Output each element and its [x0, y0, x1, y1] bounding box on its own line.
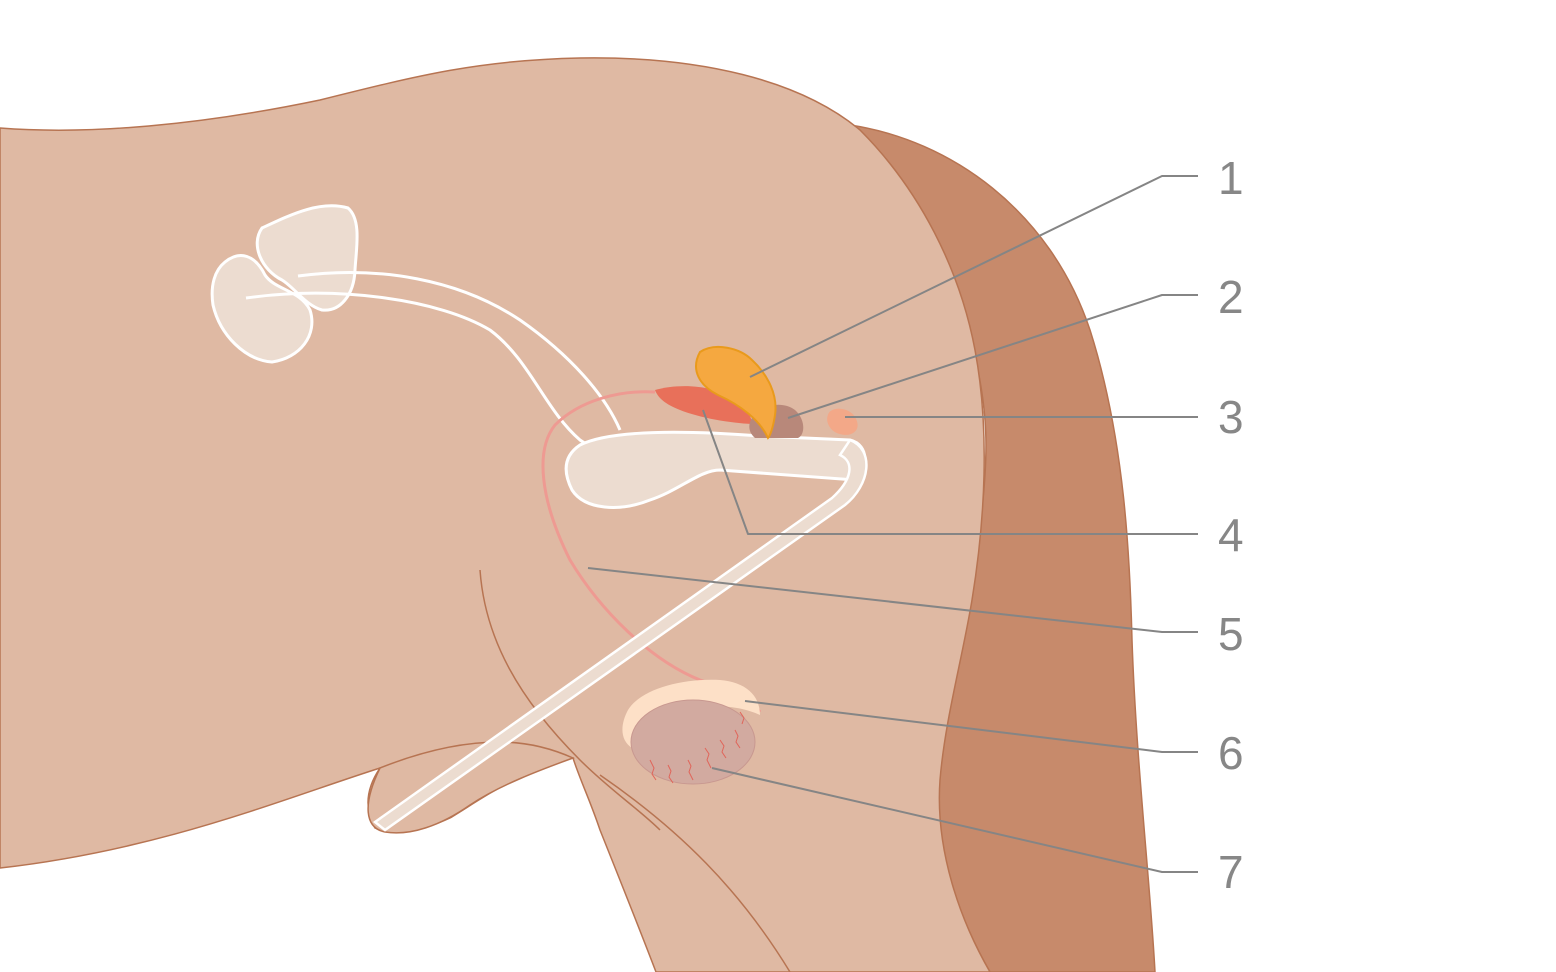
thigh-contour-outer — [599, 774, 791, 972]
label-1-organ — [695, 345, 777, 440]
leader-line-4 — [702, 409, 1198, 535]
ureter-1 — [297, 271, 622, 431]
thigh-contour-inner — [479, 569, 661, 831]
leader-line-2 — [787, 294, 1198, 419]
bladder — [564, 430, 867, 509]
label-3-organ — [827, 408, 858, 435]
label-5: 5 — [1218, 608, 1244, 660]
label-6: 6 — [1218, 727, 1244, 779]
epididymis — [622, 679, 760, 748]
testis — [630, 699, 756, 785]
testis-vessels — [649, 711, 745, 784]
urethra — [372, 438, 868, 832]
label-1: 1 — [1218, 152, 1244, 204]
penis-outline — [367, 741, 576, 834]
leader-line-5 — [587, 567, 1198, 633]
leader-line-6 — [744, 700, 1198, 753]
leader-line-7 — [711, 767, 1198, 873]
kidney-front — [210, 254, 314, 364]
label-3: 3 — [1218, 391, 1244, 443]
label-2: 2 — [1218, 271, 1244, 323]
label-7: 7 — [1218, 846, 1244, 898]
label-4: 4 — [1218, 509, 1244, 561]
body-silhouette — [0, 57, 991, 972]
leader-line-1 — [749, 175, 1198, 378]
